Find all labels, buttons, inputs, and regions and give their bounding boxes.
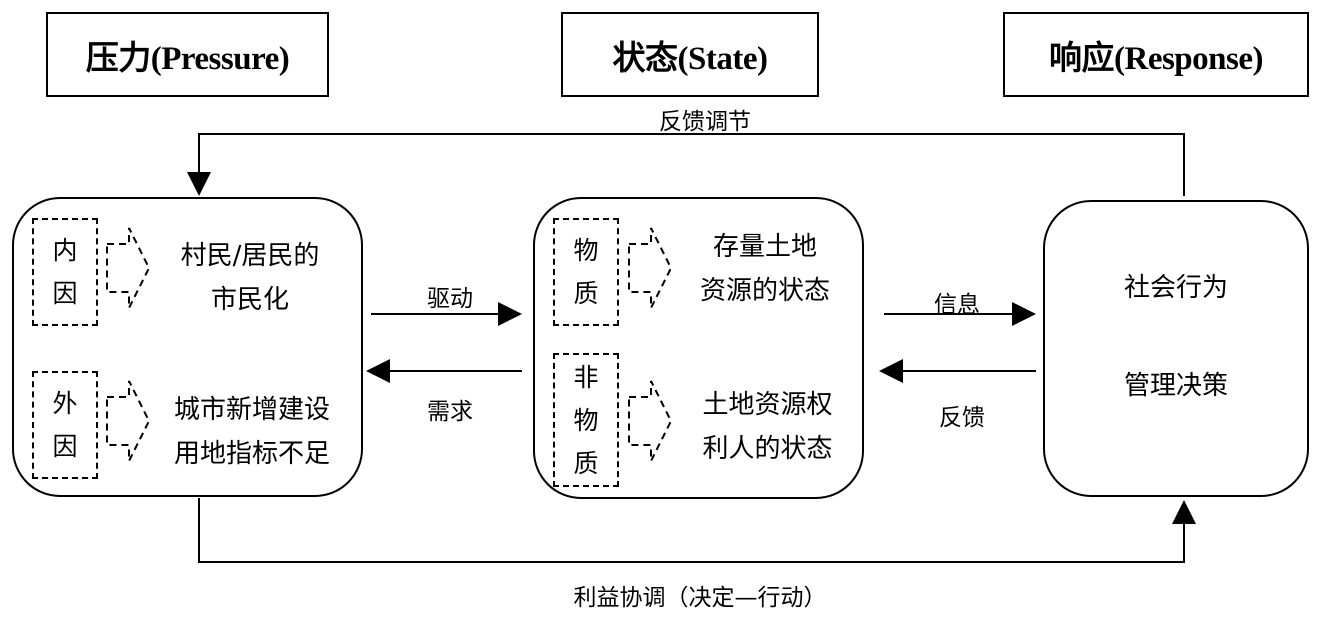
pressure-header: 压力(Pressure) <box>46 12 329 97</box>
tag-char: 内 <box>52 236 78 265</box>
tag-char: 质 <box>573 448 599 478</box>
response-header: 响应(Response) <box>1003 12 1309 97</box>
tag-char: 物 <box>573 236 599 265</box>
drive-label: 驱动 <box>427 286 473 312</box>
social-behavior-text: 社会行为 <box>1123 273 1228 303</box>
text-line: 土地资源权 <box>702 390 833 420</box>
text-line: 资源的状态 <box>699 276 830 306</box>
text-line: 用地指标不足 <box>173 439 330 469</box>
feedback-regulation-line <box>198 133 1185 196</box>
dashed-arrow-icon <box>106 380 151 462</box>
material-tag: 物 质 <box>553 218 619 326</box>
interest-coordination-line <box>198 498 1185 563</box>
tag-char: 非 <box>573 362 599 392</box>
internal-factor-tag: 内 因 <box>32 218 98 326</box>
feedback-regulation-label: 反馈调节 <box>659 109 751 135</box>
non-material-text: 土地资源权 利人的状态 <box>680 383 855 471</box>
pressure-header-label: 压力(Pressure) <box>85 40 290 77</box>
text-line: 村民/居民的 <box>180 241 320 271</box>
demand-arrowhead <box>366 359 390 383</box>
text-line: 利人的状态 <box>702 434 833 464</box>
demand-label: 需求 <box>427 399 473 425</box>
non-material-tag: 非 物 质 <box>553 353 619 487</box>
tag-char: 物 <box>573 405 599 435</box>
feedback-label: 反馈 <box>939 405 985 431</box>
tag-char: 因 <box>52 279 78 308</box>
tag-char: 外 <box>52 389 78 418</box>
text-line: 市民化 <box>210 285 289 315</box>
interest-coordination-arrowhead <box>1172 500 1196 524</box>
material-text: 存量土地 资源的状态 <box>675 225 855 313</box>
feedback-arrowhead <box>879 359 903 383</box>
pressure-box <box>12 197 363 497</box>
text-line: 存量土地 <box>712 232 817 262</box>
feedback-regulation-arrowhead <box>187 172 211 196</box>
information-arrowhead <box>1012 302 1036 326</box>
external-factor-text: 城市新增建设 用地指标不足 <box>152 388 352 476</box>
dashed-arrow-icon <box>106 227 151 309</box>
response-header-label: 响应(Response) <box>1049 40 1264 77</box>
state-header: 状态(State) <box>561 12 819 97</box>
tag-char: 质 <box>573 279 599 308</box>
state-header-label: 状态(State) <box>612 40 768 77</box>
state-box <box>533 197 864 499</box>
dashed-arrow-icon <box>628 380 673 462</box>
text-line: 城市新增建设 <box>173 395 330 425</box>
drive-arrowhead <box>498 302 522 326</box>
interest-coordination-label: 利益协调（决定—行动） <box>573 585 827 611</box>
external-factor-tag: 外 因 <box>32 371 98 479</box>
tag-char: 因 <box>52 432 78 461</box>
management-decision-text: 管理决策 <box>1123 371 1228 401</box>
dashed-arrow-icon <box>628 227 673 309</box>
response-box <box>1043 200 1309 497</box>
internal-factor-text: 村民/居民的 市民化 <box>155 234 345 322</box>
information-label: 信息 <box>934 292 980 318</box>
